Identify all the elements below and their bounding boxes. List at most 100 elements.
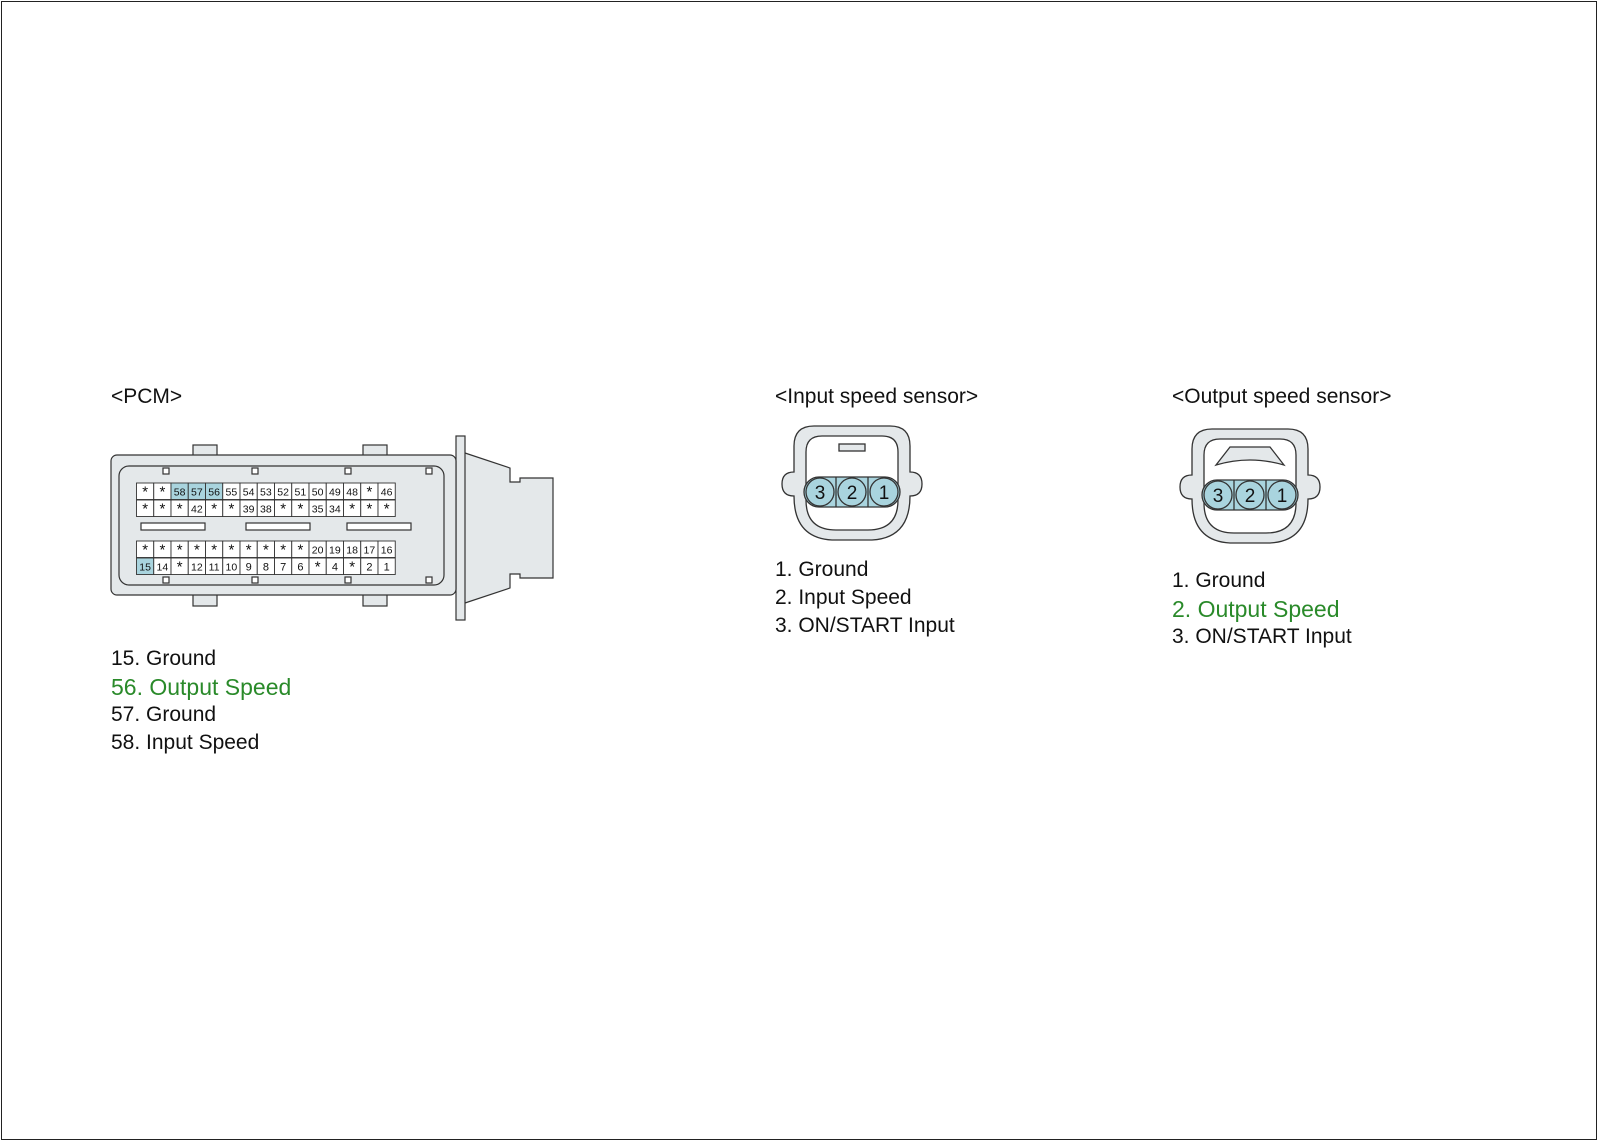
input-sensor-legend-item: 2. Input Speed xyxy=(775,586,912,609)
pcm-pin-label: 12 xyxy=(191,561,203,573)
pcm-pin-label: 49 xyxy=(329,486,341,498)
input-sensor-pin-label: 1 xyxy=(879,483,890,504)
pcm-pin-label: 57 xyxy=(191,486,203,498)
pcm-pin-unused-mark: * xyxy=(142,500,148,517)
pcm-pin-unused-mark: * xyxy=(177,558,183,575)
pcm-pin-label: 14 xyxy=(157,561,169,573)
pcm-pin-label: 53 xyxy=(260,486,272,498)
pcm-pin-unused-mark: * xyxy=(280,541,286,558)
pcm-pin-label: 39 xyxy=(243,503,255,515)
pcm-pin-label: 11 xyxy=(209,561,220,573)
pcm-pin-label: 8 xyxy=(263,561,269,573)
pcm-pin-unused-mark: * xyxy=(159,500,165,517)
pcm-pin-label: 6 xyxy=(297,561,303,573)
pcm-pin-unused-mark: * xyxy=(142,483,148,500)
pcm-pin-unused-mark: * xyxy=(263,541,269,558)
pcm-guide-mark xyxy=(344,467,352,475)
pcm-guide-mark xyxy=(162,576,170,584)
pcm-pin-unused-mark: * xyxy=(349,558,355,575)
pcm-pin-label: 7 xyxy=(280,561,286,573)
pcm-pin-unused-mark: * xyxy=(349,500,355,517)
pcm-title: <PCM> xyxy=(111,385,183,408)
pcm-pin-unused-mark: * xyxy=(280,500,286,517)
pcm-pin-label: 38 xyxy=(260,503,272,515)
pcm-pin-unused-mark: * xyxy=(366,483,372,500)
pcm-pin-label: 46 xyxy=(381,486,393,498)
pcm-pin-label: 4 xyxy=(332,561,338,573)
pcm-pin-label: 52 xyxy=(277,486,289,498)
pcm-pin-label: 20 xyxy=(312,544,324,556)
pcm-pin-cell xyxy=(377,540,396,558)
pcm-legend-item: 57. Ground xyxy=(111,703,217,726)
pcm-pin-label: 16 xyxy=(381,544,393,556)
input-sensor-pin-label: 3 xyxy=(815,483,826,504)
pcm-pin-label: 56 xyxy=(208,486,220,498)
pcm-pin-unused-mark: * xyxy=(177,541,183,558)
pcm-pin-unused-mark: * xyxy=(366,500,372,517)
pcm-pin-cell xyxy=(377,482,396,500)
output-sensor-title: <Output speed sensor> xyxy=(1172,385,1392,408)
pcm-pin-label: 35 xyxy=(312,503,324,515)
pcm-pin-cell xyxy=(377,557,396,575)
output-sensor-pin-label: 3 xyxy=(1213,486,1224,507)
pcm-connector-hood xyxy=(461,451,554,605)
pcm-pin-unused-mark: * xyxy=(228,541,234,558)
pcm-guide-mark xyxy=(344,576,352,584)
output-sensor-legend-item: 1. Ground xyxy=(1172,569,1266,592)
pcm-pin-label: 9 xyxy=(246,561,252,573)
pcm-legend-item: 56. Output Speed xyxy=(111,674,292,700)
input-sensor-pin-label: 2 xyxy=(847,483,858,504)
pcm-pin-label: 51 xyxy=(295,486,307,498)
pcm-pin-label: 2 xyxy=(366,561,372,573)
input-sensor-title: <Input speed sensor> xyxy=(775,385,979,408)
pcm-pin-unused-mark: * xyxy=(315,558,321,575)
output-sensor-legend-item: 2. Output Speed xyxy=(1172,596,1340,622)
pcm-guide-mark xyxy=(425,467,433,475)
output-sensor-legend: 1. Ground 2. Output Speed 3. ON/START Inpu… xyxy=(1172,567,1352,651)
pcm-pin-label: 18 xyxy=(346,544,358,556)
pcm-guide-mark xyxy=(162,467,170,475)
pcm-pin-unused-mark: * xyxy=(159,541,165,558)
pcm-key-slot xyxy=(346,522,412,531)
pcm-pin-label: 55 xyxy=(226,486,238,498)
pcm-pin-unused-mark: * xyxy=(142,541,148,558)
pcm-pin-unused-mark: * xyxy=(194,541,200,558)
pcm-guide-mark xyxy=(425,576,433,584)
pcm-legend-item: 58. Input Speed xyxy=(111,731,260,754)
pcm-pin-label: 1 xyxy=(384,561,390,573)
pcm-legend-item: 15. Ground xyxy=(111,647,217,670)
pcm-pin-label: 15 xyxy=(139,561,151,573)
input-sensor-legend-item: 3. ON/START Input xyxy=(775,614,955,637)
pcm-pin-unused-mark: * xyxy=(177,500,183,517)
pcm-pin-label: 48 xyxy=(346,486,358,498)
pcm-pin-unused-mark: * xyxy=(211,500,217,517)
input-sensor-legend-item: 1. Ground xyxy=(775,558,869,581)
output-sensor-pin-label: 1 xyxy=(1277,486,1288,507)
pcm-pin-label: 19 xyxy=(329,544,341,556)
pcm-pin-unused-mark: * xyxy=(228,500,234,517)
pcm-pin-label: 50 xyxy=(312,486,324,498)
pcm-pin-unused-mark: * xyxy=(297,541,303,558)
pcm-pin-cell xyxy=(377,499,396,517)
input-sensor-legend: 1. Ground 2. Input Speed 3. ON/START Input xyxy=(775,556,955,640)
output-sensor-legend-item: 3. ON/START Input xyxy=(1172,625,1352,648)
pcm-guide-mark xyxy=(251,467,259,475)
pcm-key-slot xyxy=(245,522,311,531)
pcm-pin-unused-mark: * xyxy=(297,500,303,517)
pcm-pin-label: 58 xyxy=(174,486,186,498)
pcm-pin-label: 10 xyxy=(226,561,238,573)
pcm-pin-label: 42 xyxy=(191,503,203,515)
pcm-pin-unused-mark: * xyxy=(159,483,165,500)
pcm-pin-label: 17 xyxy=(364,544,376,556)
pcm-pin-unused-mark: * xyxy=(384,500,390,517)
pcm-flange xyxy=(455,435,466,621)
pcm-pin-label: 34 xyxy=(329,503,341,515)
pcm-pin-unused-mark: * xyxy=(211,541,217,558)
pcm-guide-mark xyxy=(251,576,259,584)
pcm-key-slot xyxy=(140,522,206,531)
pcm-pin-unused-mark: * xyxy=(246,541,252,558)
